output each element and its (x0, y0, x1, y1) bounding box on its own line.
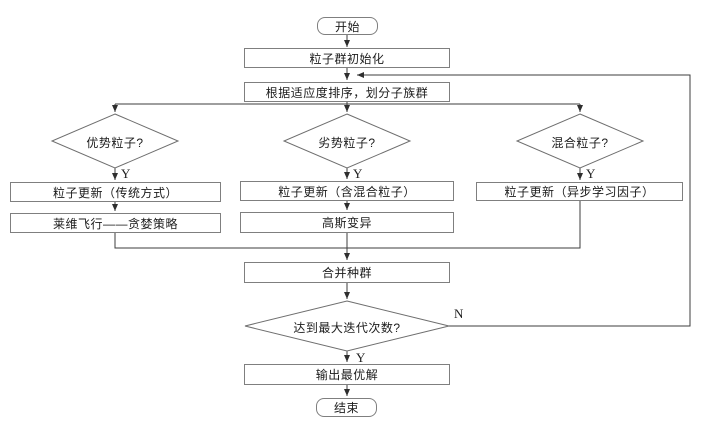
diamond-mixed-shape (515, 113, 645, 169)
left-collector-line (114, 233, 347, 249)
node-gauss-mutation: 高斯变异 (240, 212, 454, 233)
node-update-traditional: 粒子更新（传统方式） (10, 182, 221, 202)
decision-label-maxiter: 达到最大迭代次数? (293, 321, 401, 335)
decision-diamonds (50, 113, 645, 352)
decision-label-inferior: 劣势粒子? (318, 136, 376, 150)
node-update-mixed: 粒子更新（含混合粒子） (240, 181, 454, 201)
node-update-async: 粒子更新（异步学习因子） (476, 182, 683, 201)
diamond-superior-shape (50, 113, 180, 169)
n-loop-line (357, 72, 691, 327)
node-merge-population: 合并种群 (244, 262, 450, 283)
decision-label-superior: 优势粒子? (86, 136, 144, 150)
diamond-maxiter-shape (244, 300, 450, 352)
edge-label-y-superior: Y (121, 166, 131, 181)
node-levy-greedy: 莱维飞行——贪婪策略 (10, 213, 221, 233)
node-sort: 根据适应度排序，划分子族群 (244, 82, 450, 102)
diamond-inferior-shape (282, 113, 412, 169)
node-start: 开始 (317, 17, 378, 35)
node-output-best: 输出最优解 (244, 364, 450, 385)
node-end: 结束 (316, 398, 377, 417)
edge-label-y-mixed: Y (586, 166, 596, 181)
edge-label-y-maxiter: Y (356, 350, 366, 365)
connector-lines (112, 35, 691, 396)
edge-label-n-maxiter: N (454, 306, 464, 321)
right-collector-line (347, 201, 581, 249)
decision-label-mixed: 混合粒子? (551, 136, 609, 150)
edge-label-y-inferior: Y (353, 166, 363, 181)
node-init: 粒子群初始化 (244, 48, 450, 68)
